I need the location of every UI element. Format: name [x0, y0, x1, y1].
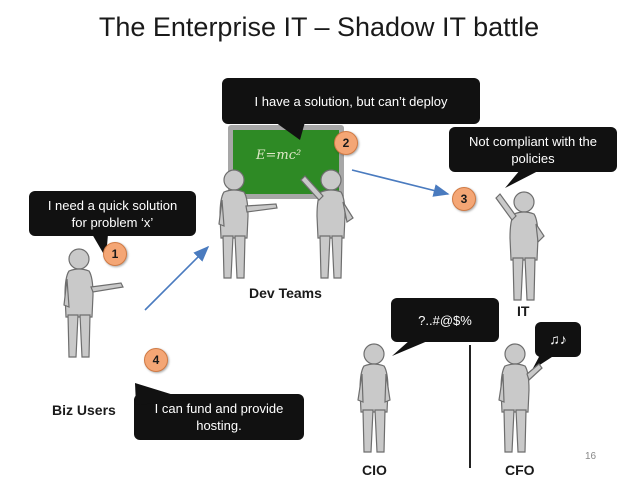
arrow-biz-to-dev	[144, 245, 210, 311]
bubble-fund-text: I can fund and provide hosting.	[154, 401, 284, 433]
blackboard-formula: E=mc²	[256, 148, 302, 163]
label-cio: CIO	[362, 462, 387, 478]
step-badge-4: 4	[144, 348, 168, 372]
step-badge-3: 3	[452, 187, 476, 211]
bubble-fund	[134, 383, 304, 440]
step-badge-1: 1	[103, 242, 127, 266]
bubble-cio-text: ?..#@$%	[418, 313, 472, 328]
bubble-dev	[222, 78, 480, 140]
bubble-it	[449, 127, 617, 188]
bubble-it-text: Not compliant with the policies	[469, 134, 597, 166]
label-cfo: CFO	[505, 462, 535, 478]
figure-cio	[357, 343, 391, 453]
label-biz-users: Biz Users	[52, 402, 116, 418]
figure-biz-user	[63, 248, 124, 358]
step-badge-2: 2	[334, 131, 358, 155]
figure-cfo	[498, 343, 543, 453]
bubble-dev-text: I have a solution, but can’t deploy	[254, 94, 448, 109]
slide-title: The Enterprise IT – Shadow IT battle	[98, 12, 540, 42]
page-number: 16	[585, 451, 597, 462]
bubble-cfo-text: ♫♪	[549, 331, 567, 347]
label-dev-teams: Dev Teams	[249, 285, 322, 301]
figure-it	[495, 191, 545, 301]
bubble-biz-text: I need a quick solution for problem ‘x’	[47, 198, 178, 230]
label-it: IT	[517, 303, 530, 319]
bubble-cio	[391, 298, 499, 356]
arrow-dev-to-it	[351, 169, 450, 197]
figure-dev-left	[218, 169, 278, 279]
figure-dev-right	[300, 169, 354, 279]
